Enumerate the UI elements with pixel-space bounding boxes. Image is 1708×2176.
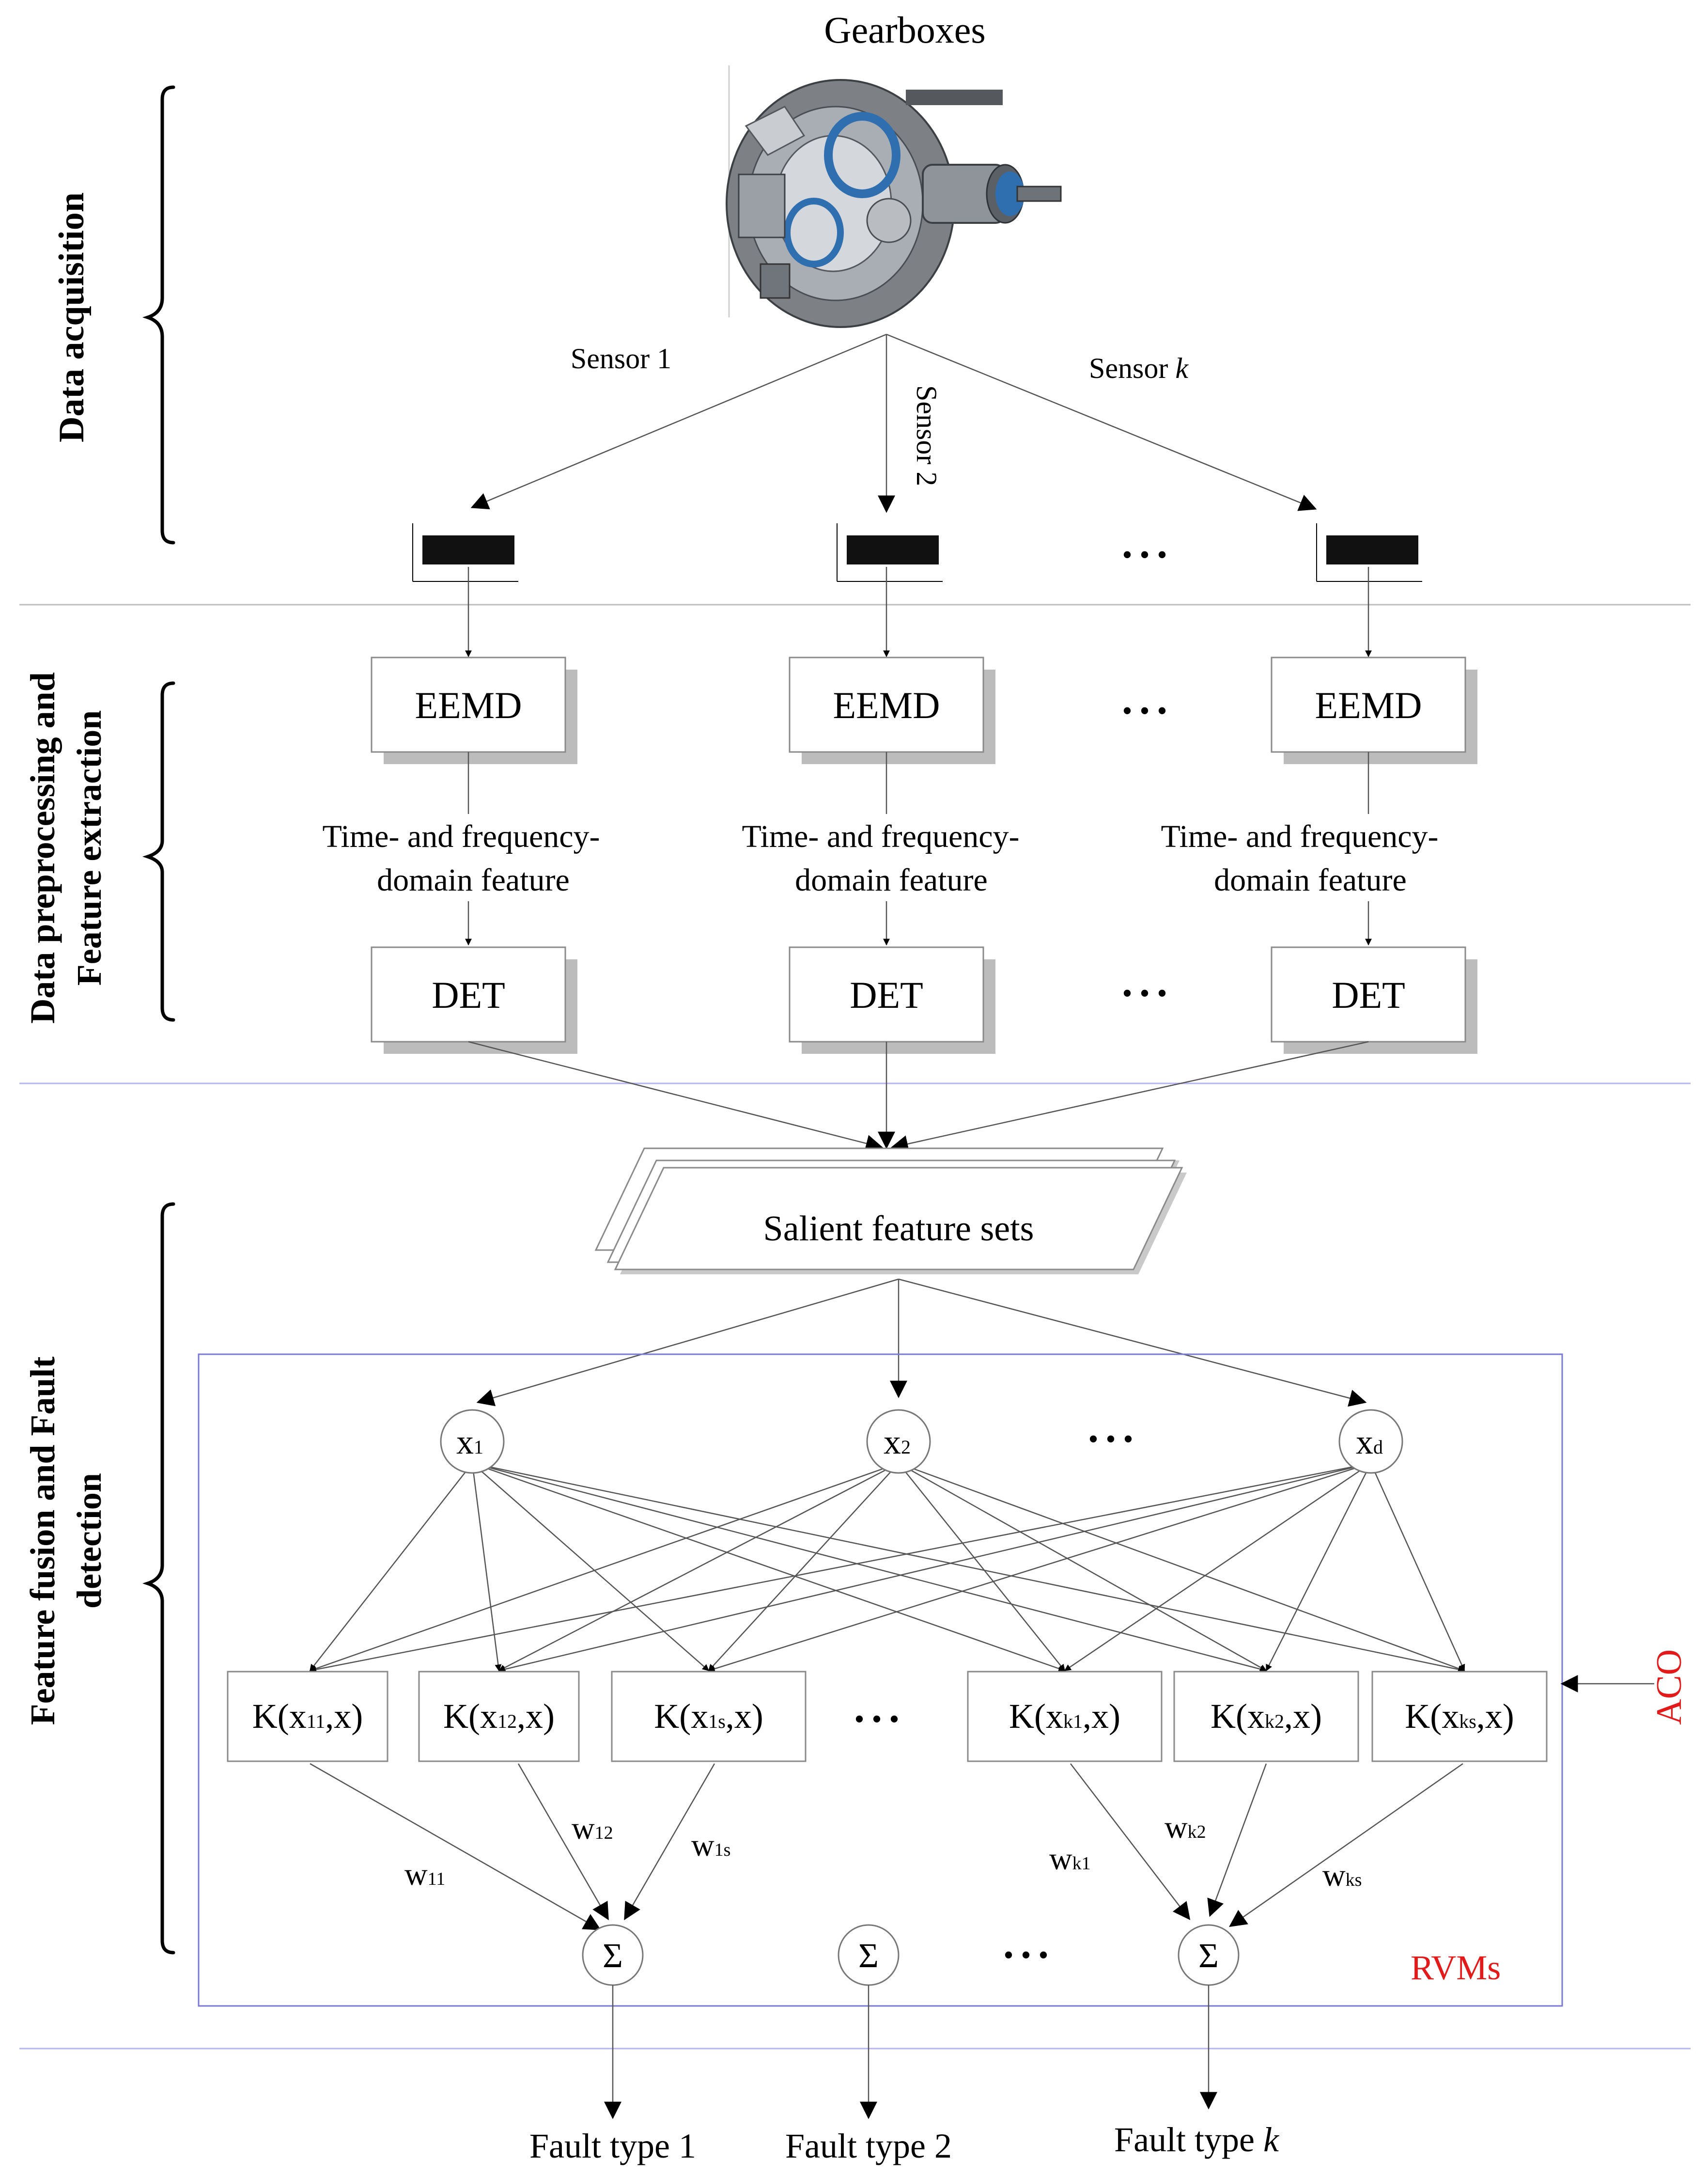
feature-label-k-line1: Time- and frequency- [1161,819,1438,854]
ellipsis-kernels: • • • [854,1703,899,1735]
section-label-acquisition: Data acquisition [52,192,92,442]
det-box-1: DET [371,946,577,1054]
arrow-det-salient-1 [468,1041,884,1152]
sensor-k-label: Sensor k [1089,352,1189,384]
svg-text:K(xks,x): K(xks,x) [1405,1697,1514,1736]
arrow-det-salient-k [890,1041,1369,1153]
kernel-box-k2: K(xk2,x) [1173,1671,1359,1762]
brace-preprocess [142,681,175,1022]
rvms-label: RVMs [1411,1948,1501,1987]
svg-text:Σ: Σ [1198,1936,1219,1975]
kernel-box-k1: K(xk1,x) [967,1671,1163,1762]
brace-fusion [142,1202,175,1955]
section-label-preprocess-1: Data preprocessing and [23,672,62,1023]
feature-label-2-line2: domain feature [795,862,988,898]
signal-thumbnail-k [1316,523,1422,582]
fault-type-2: Fault type 2 [785,2127,952,2165]
ellipsis-sums: • • • [1003,1939,1048,1971]
weight-w1s: w1s [691,1828,730,1863]
svg-text:DET: DET [1332,974,1405,1016]
section-label-preprocess-2: Feature extraction [70,710,109,986]
weight-wk2: wk2 [1165,1810,1206,1845]
ellipsis-eemd: • • • [1122,695,1167,727]
ellipsis-det: • • • [1122,977,1167,1009]
svg-text:EEMD: EEMD [833,684,940,726]
kernel-box-12: K(x12,x) [418,1671,580,1762]
ellipsis-signals: • • • [1122,539,1167,571]
kernel-sum-connections [310,1763,1463,1930]
fault-type-1: Fault type 1 [529,2127,696,2165]
svg-text:DET: DET [850,974,923,1016]
det-box-k: DET [1271,946,1477,1054]
svg-text:K(x11,x): K(x11,x) [252,1697,363,1736]
kernel-box-11: K(x11,x) [227,1671,388,1762]
sensor-2-label: Sensor 2 [911,385,943,486]
kernel-box-1s: K(x1s,x) [611,1671,807,1762]
salient-feature-sets: Salient feature sets [594,1147,1187,1274]
feature-label-1-line2: domain feature [377,862,570,898]
signal-thumbnail-1 [412,523,518,582]
weight-wks: wks [1322,1858,1362,1893]
weight-wk1: wk1 [1049,1841,1091,1877]
sensor-1-arrow [470,333,887,510]
signal-thumbnail-2 [837,523,943,582]
feature-label-2-line1: Time- and frequency- [742,819,1019,854]
svg-text:EEMD: EEMD [1315,684,1422,726]
svg-text:xd: xd [1356,1423,1383,1461]
brace-acquisition [142,85,175,545]
svg-text:K(xk2,x): K(xk2,x) [1211,1697,1322,1736]
svg-text:x2: x2 [884,1423,911,1461]
svg-text:K(x1s,x): K(x1s,x) [654,1697,763,1736]
sensor-k-arrow [886,333,1317,511]
weight-w12: w12 [572,1811,613,1846]
svg-text:x1: x1 [456,1423,483,1461]
section-label-fusion-2: detection [70,1473,109,1609]
input-node-xd: xd [1338,1409,1403,1474]
arrow-salient-x1 [476,1278,899,1407]
eemd-box-2: EEMD [789,657,995,764]
gearbox-title: Gearboxes [824,9,986,51]
weight-w11: w11 [404,1857,445,1892]
aco-label: ACO [1649,1649,1689,1725]
sum-node-2: Σ [838,1924,900,1986]
sensor-1-label: Sensor 1 [571,343,671,375]
svg-text:DET: DET [432,974,505,1016]
kernel-box-ks: K(xks,x) [1371,1671,1548,1762]
arrow-salient-xd [898,1278,1367,1407]
sum-node-k: Σ [1178,1924,1240,1986]
gearbox-image [726,65,1062,328]
section-label-fusion-1: Feature fusion and Fault [23,1357,62,1725]
input-node-x2: x2 [866,1409,931,1474]
sum-node-1: Σ [582,1924,644,1986]
input-node-x1: x1 [440,1409,505,1474]
svg-text:Σ: Σ [603,1936,623,1975]
svg-text:K(x12,x): K(x12,x) [443,1697,555,1736]
svg-text:EEMD: EEMD [415,684,522,726]
feature-label-k-line2: domain feature [1214,862,1407,898]
fault-type-k: Fault type k [1114,2120,1280,2159]
eemd-box-k: EEMD [1271,657,1477,764]
ellipsis-inputs: • • • [1088,1423,1133,1455]
input-kernel-connections [309,1462,1465,1673]
eemd-box-1: EEMD [371,657,577,764]
det-box-2: DET [789,946,995,1054]
svg-text:Σ: Σ [858,1936,879,1975]
svg-text:K(xk1,x): K(xk1,x) [1009,1697,1120,1736]
svg-text:Salient feature sets: Salient feature sets [763,1209,1034,1249]
feature-label-1-line1: Time- and frequency- [322,819,600,854]
